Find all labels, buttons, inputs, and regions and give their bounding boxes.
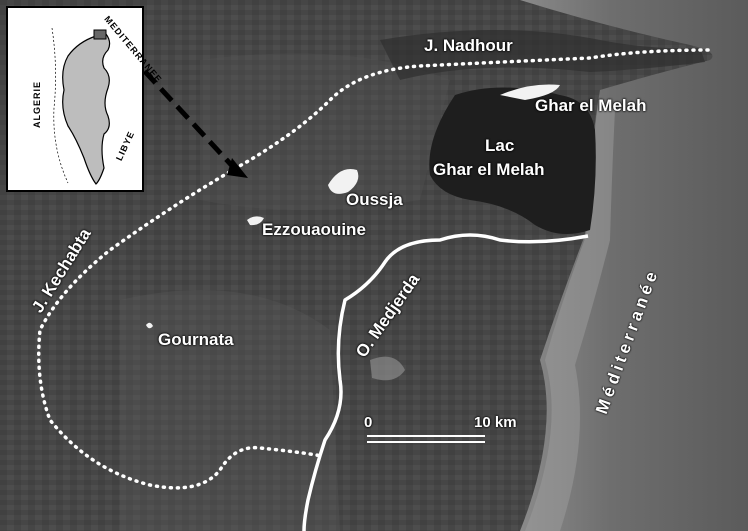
label-gournata: Gournata [158, 330, 234, 349]
scale-bar [367, 435, 485, 443]
tunisia-shape [62, 33, 111, 185]
label-lac: Lac [485, 136, 515, 155]
study-area-marker [93, 29, 107, 40]
inset-locator-map: MEDITERRANEE ALGERIE LIBYE [6, 6, 164, 192]
inset-label-algerie: ALGERIE [32, 80, 42, 128]
scale-start-label: 0 [364, 414, 373, 431]
label-ghar-el-melah: Ghar el Melah [535, 96, 647, 115]
study-area-boundary [37, 48, 710, 490]
label-j-nadhour: J. Nadhour [424, 36, 513, 55]
label-oussja: Oussja [346, 190, 403, 209]
label-ezzouaouine: Ezzouaouine [262, 220, 366, 239]
inset-svg [51, 27, 111, 185]
lagoon [429, 87, 596, 234]
label-lac-ghar-el-melah: Ghar el Melah [433, 160, 545, 179]
scale-end-label: 10 km [474, 414, 517, 431]
medjerda-river [302, 233, 589, 531]
ghar-el-melah-patch [500, 84, 560, 100]
ezzouaouine-patch [247, 216, 264, 226]
oussja-patch [328, 169, 359, 194]
